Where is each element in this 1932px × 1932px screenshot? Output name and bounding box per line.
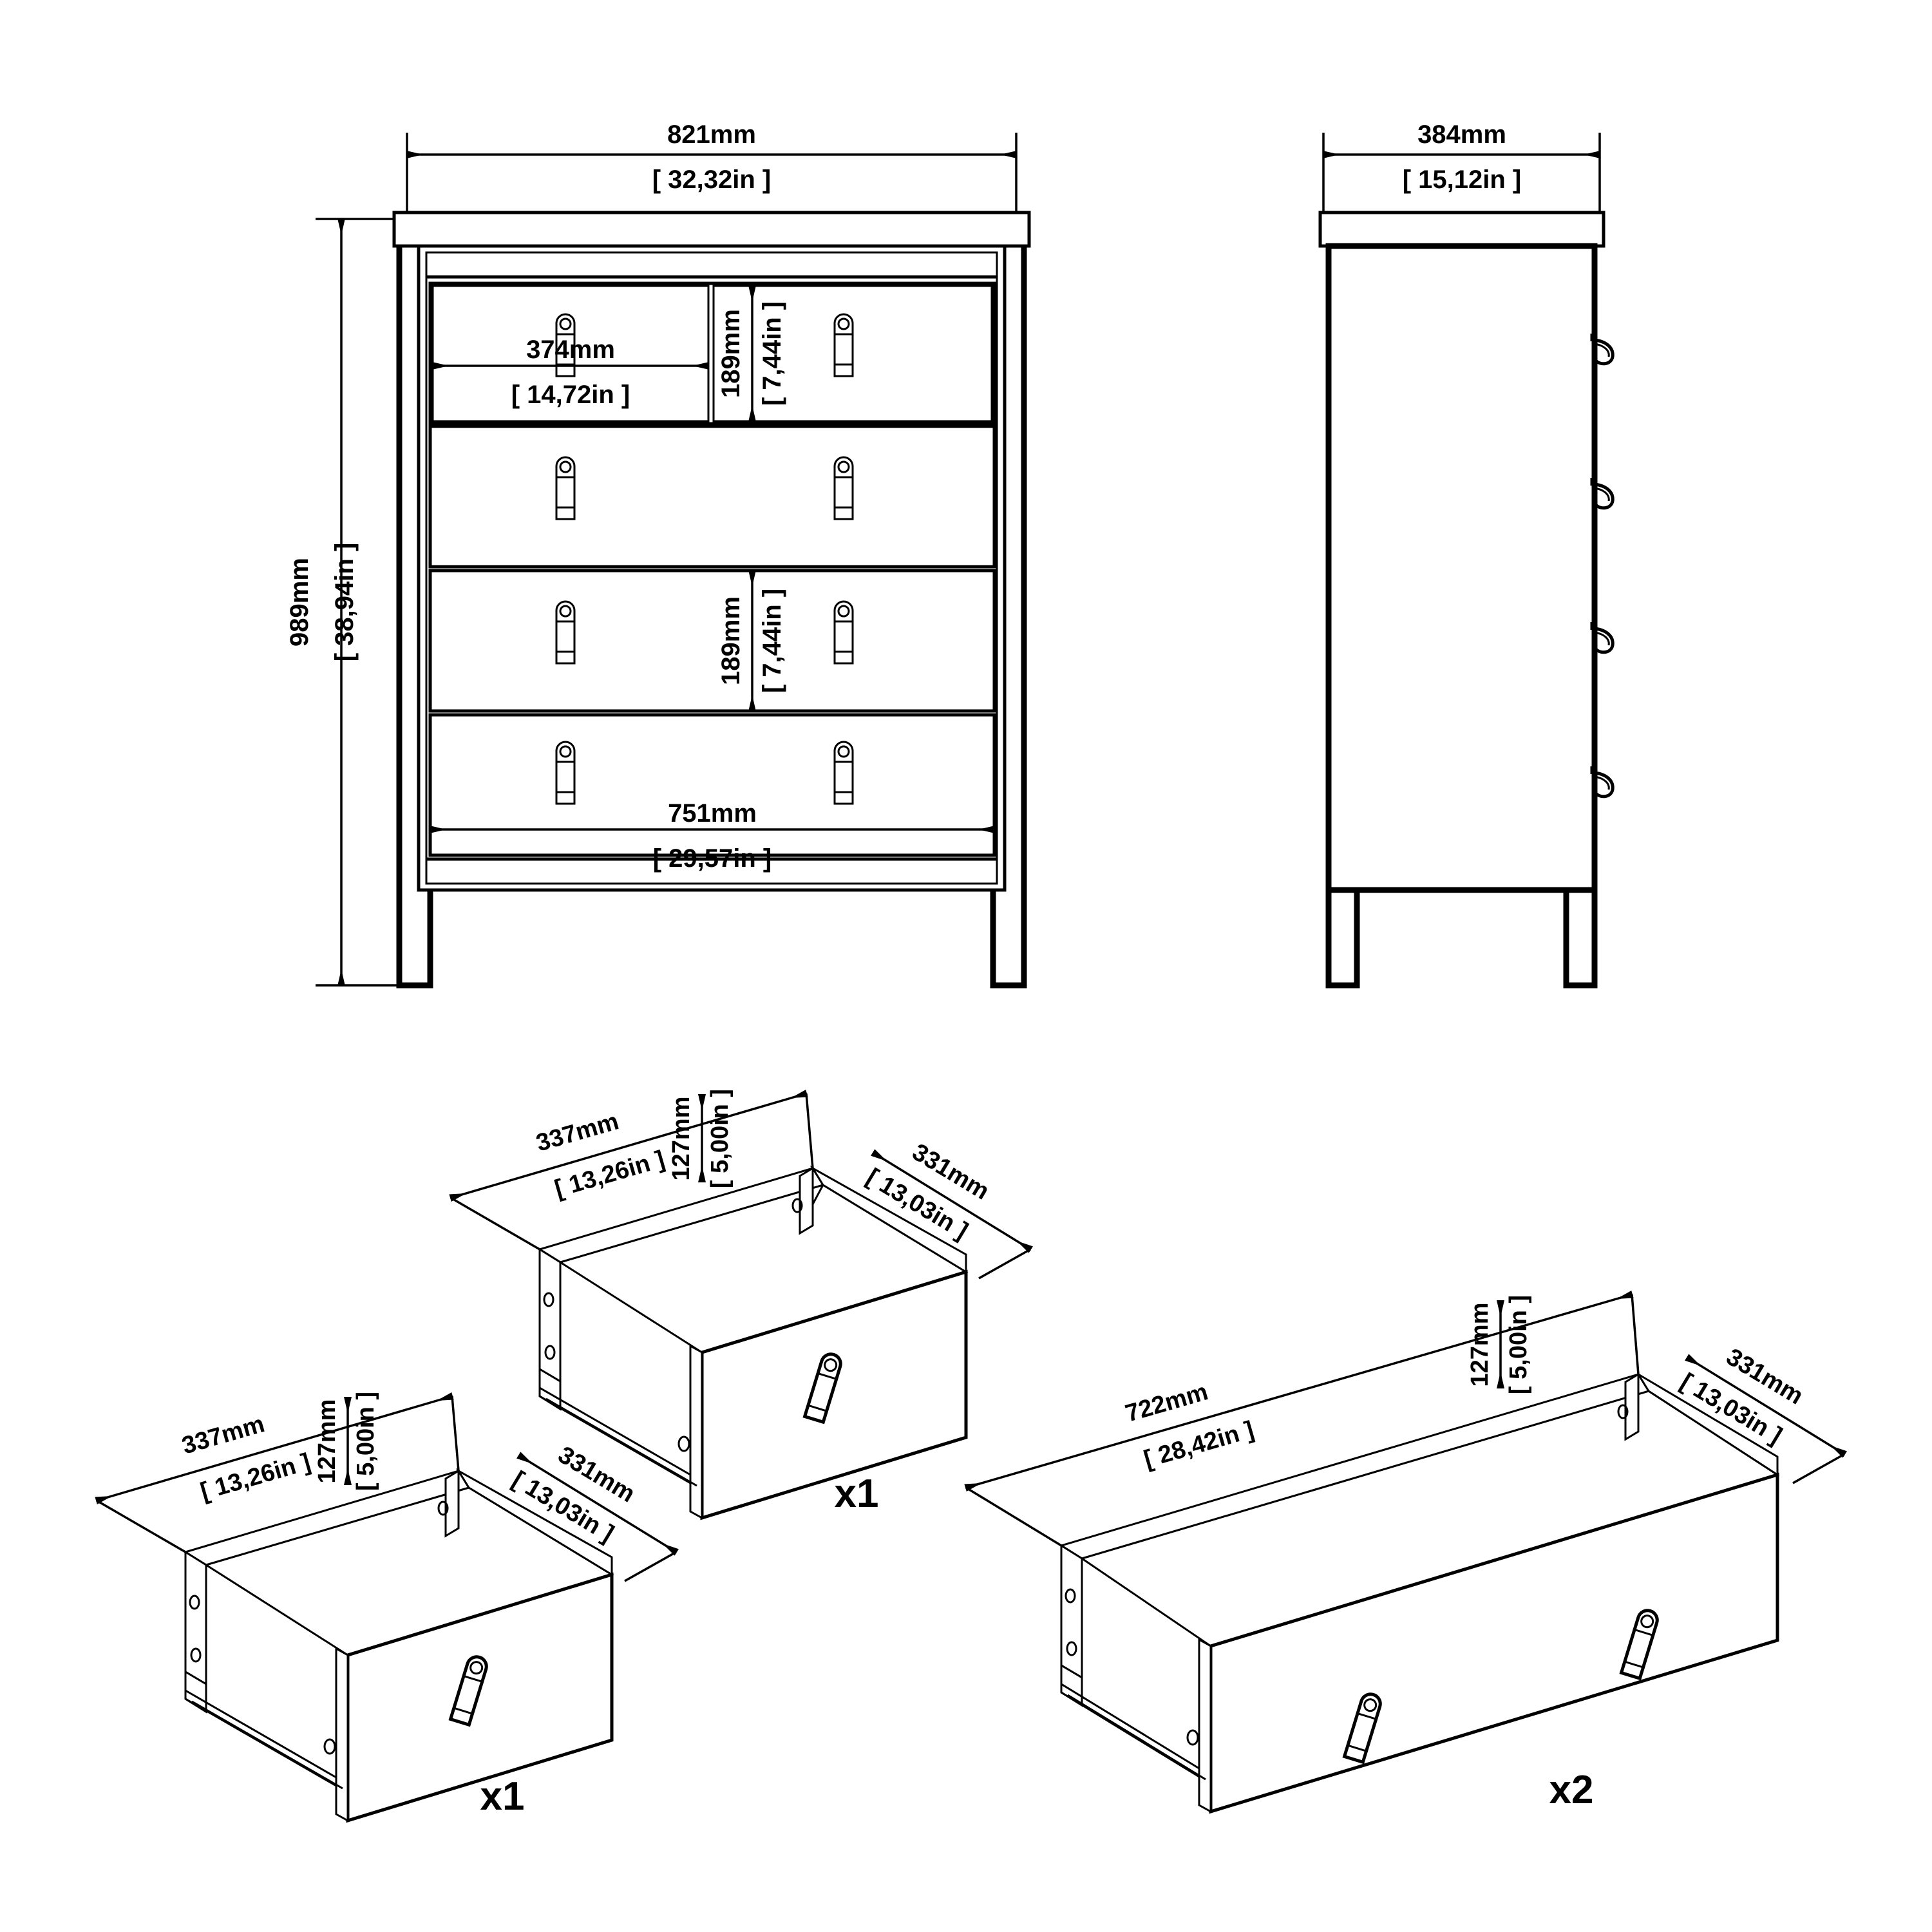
- handle-pull-icon[interactable]: [555, 456, 576, 520]
- handle-pull-icon[interactable]: [833, 600, 854, 665]
- side-top-panel: [1318, 211, 1605, 248]
- handle-pull-icon[interactable]: [448, 1654, 489, 1727]
- dim-part-b-width-in: [ 13,26in ]: [552, 1146, 668, 1203]
- carcass-inner-line: [425, 251, 998, 885]
- top-panel: [392, 211, 1031, 248]
- dim-part-a-height: 127mm [ 5,00in ]: [314, 1392, 379, 1491]
- dim-part-a-width-mm: 337mm: [179, 1410, 267, 1459]
- dim-part-wide-height: 127mm [ 5,00in ]: [1466, 1295, 1532, 1394]
- handle-pull-icon[interactable]: [833, 313, 854, 377]
- dim-overall-depth-in: [ 15,12in ]: [1403, 166, 1522, 194]
- drawer-box-iso: [183, 1468, 614, 1823]
- handle-pull-icon[interactable]: [833, 741, 854, 805]
- dim-small-drawer-width: 374mm [ 14,72in ]: [432, 336, 709, 409]
- dim-part-wide-width-in: [ 28,42in ]: [1141, 1416, 1257, 1473]
- part-a-quantity: x1: [480, 1774, 525, 1819]
- dim-part-b-width-mm: 337mm: [533, 1108, 621, 1157]
- part-wide-quantity: x2: [1549, 1768, 1594, 1812]
- dim-small-drawer-height-in: [ 7,44in ]: [758, 301, 786, 406]
- drawer-row-3[interactable]: [428, 569, 996, 713]
- dim-small-drawer-height-mm: 189mm: [717, 309, 745, 398]
- dim-small-drawer-width-mm: 374mm: [526, 336, 615, 364]
- dim-overall-width-in: [ 32,32in ]: [652, 166, 772, 194]
- handle-pull-icon[interactable]: [1619, 1608, 1660, 1681]
- part-wide-drawer: 722mm [ 28,42in ] 127mm [ 5,00in ] 331mm…: [964, 1290, 1847, 1814]
- dim-inner-width-mm: 751mm: [668, 799, 757, 828]
- dim-overall-depth: 384mm [ 15,12in ]: [1322, 120, 1601, 213]
- dim-overall-height-mm: 989mm: [285, 558, 314, 647]
- dim-large-drawer-height-mm: 189mm: [717, 596, 745, 685]
- handle-pull-icon[interactable]: [555, 741, 576, 805]
- dim-part-b-height-in: [ 5,00in ]: [706, 1089, 734, 1188]
- drawer-row-2[interactable]: [428, 424, 996, 569]
- drawer-4-front[interactable]: [428, 713, 996, 857]
- part-small-drawer-b: 337mm [ 13,26in ] 127mm [ 5,00in ] 331mm…: [449, 1089, 1033, 1520]
- part-b-quantity: x1: [835, 1472, 879, 1516]
- dim-part-b-height: 127mm [ 5,00in ]: [668, 1089, 734, 1188]
- handle-pull-icon[interactable]: [555, 600, 576, 665]
- dim-large-drawer-height-in: [ 7,44in ]: [758, 589, 786, 693]
- dim-large-drawer-height: 189mm [ 7,44in ]: [717, 570, 786, 712]
- drawer-3-front[interactable]: [428, 569, 996, 713]
- side-panel: [1325, 243, 1598, 893]
- dim-part-a-width-in: [ 13,26in ]: [198, 1448, 314, 1506]
- side-elevation-view: 384mm [ 15,12in ]: [1318, 120, 1613, 989]
- dim-overall-width: 821mm [ 32,32in ]: [406, 120, 1018, 213]
- drawer-row-4[interactable]: [428, 713, 996, 857]
- dim-part-wide-height-in: [ 5,00in ]: [1505, 1295, 1532, 1394]
- handle-pull-icon[interactable]: [833, 456, 854, 520]
- dim-overall-width-mm: 821mm: [667, 120, 756, 149]
- handle-pull-icon[interactable]: [1342, 1692, 1383, 1765]
- handle-pull-icon[interactable]: [802, 1352, 843, 1425]
- dim-small-drawer-height: 189mm [ 7,44in ]: [717, 285, 786, 422]
- part-small-drawer-a: 337mm [ 13,26in ] 127mm [ 5,00in ] 331mm…: [95, 1392, 679, 1823]
- dim-small-drawer-width-in: [ 14,72in ]: [511, 381, 630, 409]
- dim-overall-height: 989mm [ 38,94in ]: [285, 218, 399, 987]
- dim-part-b-height-mm: 127mm: [668, 1097, 695, 1181]
- dim-overall-height-in: [ 38,94in ]: [330, 543, 359, 662]
- front-elevation-view: 821mm [ 32,32in ] 989mm [ 38,94in ]: [285, 120, 1031, 989]
- dim-part-a-height-in: [ 5,00in ]: [352, 1392, 379, 1491]
- drawer-2-front[interactable]: [428, 424, 996, 569]
- dim-part-wide-height-mm: 127mm: [1466, 1303, 1493, 1387]
- dim-overall-depth-mm: 384mm: [1417, 120, 1506, 149]
- dim-part-a-height-mm: 127mm: [314, 1399, 341, 1484]
- drawer-row-1[interactable]: [428, 281, 996, 426]
